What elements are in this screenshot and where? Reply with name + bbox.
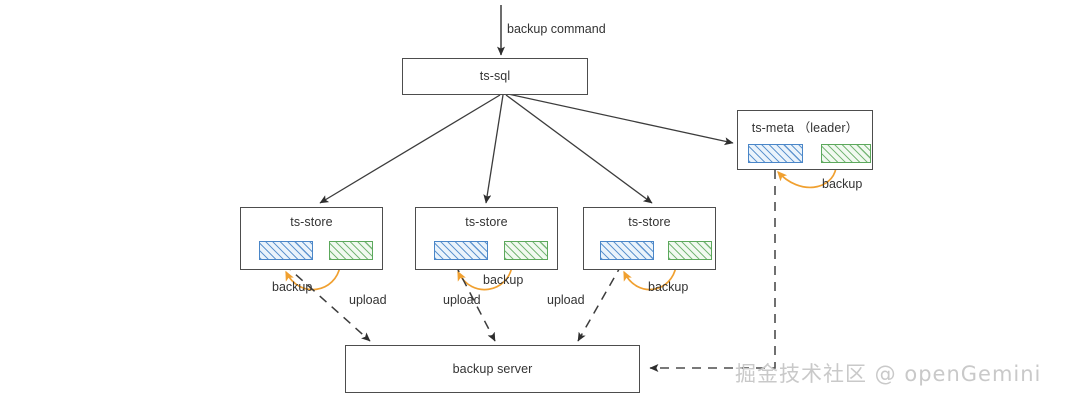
ts-store-3-green-hatched-shard [668, 241, 712, 260]
ts-meta-blue-hatched-shard [748, 144, 803, 163]
edge-ts-sql-to-ts-store-2 [483, 94, 504, 204]
watermark: 掘金技术社区 @ openGemini [735, 362, 1042, 386]
edge-ts-sql-to-ts-store-3 [505, 94, 653, 204]
ts-store-2-green-hatched-shard [504, 241, 548, 260]
edge-upload-ts-store-2 [454, 263, 496, 342]
edge-ts-meta-to-backup-server [649, 170, 776, 372]
node-ts-sql-label: ts-sql [479, 69, 511, 83]
edge-ts-sql-to-ts-meta [507, 93, 734, 146]
node-backup-server[interactable]: backup server [345, 345, 640, 393]
edge-upload-ts-store-1 [283, 263, 371, 342]
ts-store-3-blue-hatched-shard [600, 241, 654, 260]
edge-label-upload-1: upload [349, 293, 387, 307]
node-ts-store-2-label: ts-store [465, 215, 508, 229]
node-ts-store-1-label: ts-store [290, 215, 333, 229]
edge-label-upload-3: upload [547, 293, 585, 307]
ts-store-2-blue-hatched-shard [434, 241, 488, 260]
node-ts-store-1[interactable]: ts-store [240, 207, 383, 270]
edge-label-upload-2: upload [443, 293, 481, 307]
edge-backup-ts-meta [777, 167, 837, 189]
edge-label-backup-ts-store-2: backup [483, 273, 524, 287]
node-ts-store-3-label: ts-store [628, 215, 671, 229]
edge-label-backup-ts-meta: backup [822, 177, 863, 191]
ts-store-1-blue-hatched-shard [259, 241, 313, 260]
node-ts-store-3[interactable]: ts-store [583, 207, 716, 270]
node-ts-meta[interactable]: ts-meta （leader） [737, 110, 873, 170]
edge-label-backup-ts-store-3: backup [648, 280, 689, 294]
edge-label-backup-ts-store-1: backup [272, 280, 313, 294]
node-ts-sql[interactable]: ts-sql [402, 58, 588, 95]
node-ts-meta-label: ts-meta （leader） [751, 121, 859, 135]
node-ts-store-2[interactable]: ts-store [415, 207, 558, 270]
ts-store-1-green-hatched-shard [329, 241, 373, 260]
ts-meta-green-hatched-shard [821, 144, 871, 163]
edge-backup-ts-store-3 [623, 265, 677, 291]
edge-backup-ts-store-1 [285, 265, 341, 291]
edge-label-backup-command: backup command [507, 22, 606, 36]
node-backup-server-label: backup server [452, 362, 533, 376]
edge-ts-sql-to-ts-store-1 [319, 94, 501, 204]
